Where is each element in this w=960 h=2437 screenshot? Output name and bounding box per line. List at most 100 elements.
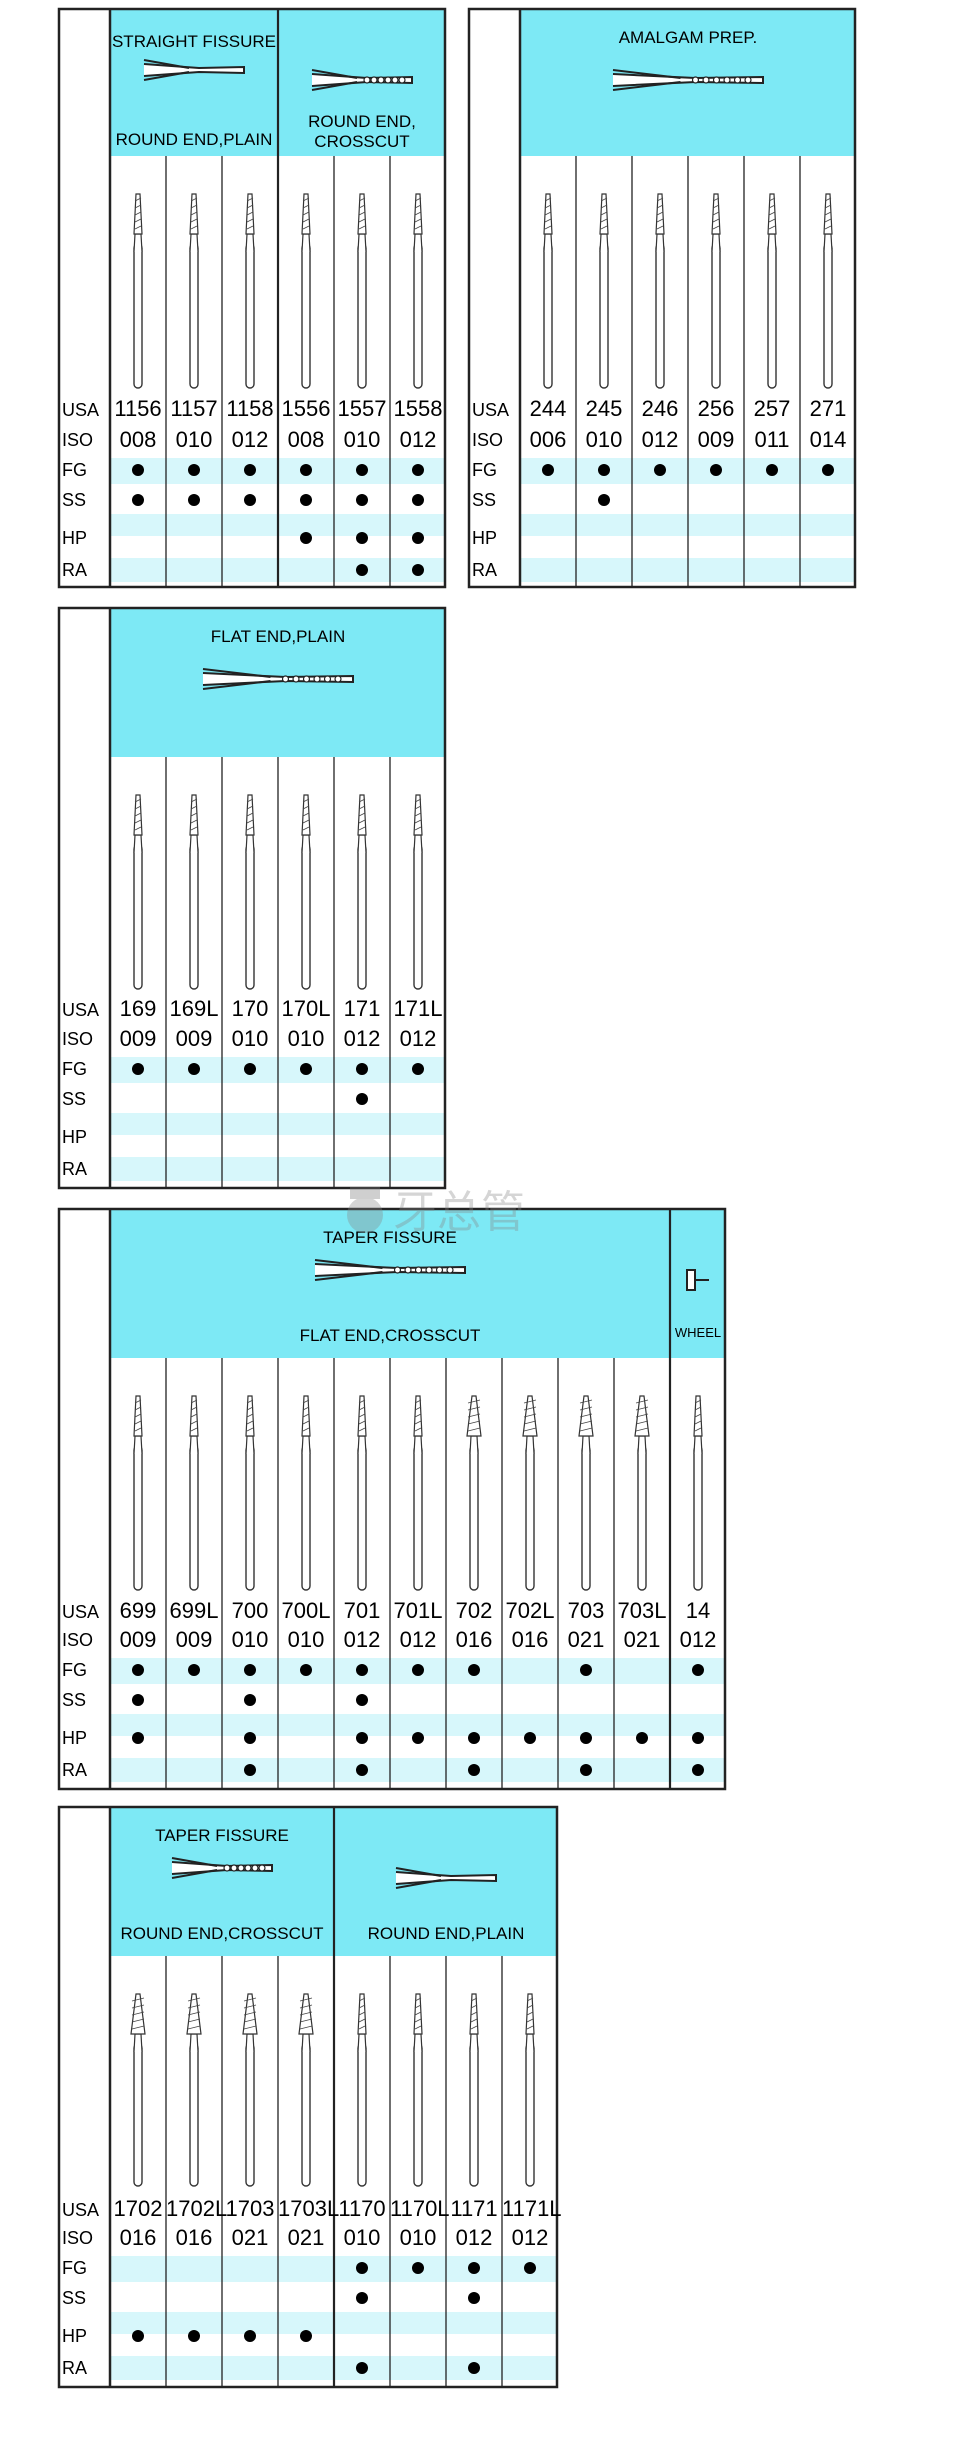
bur-profile-icon xyxy=(143,59,245,81)
iso-number: 012 xyxy=(399,1026,437,1051)
group-title: TAPER FISSURE xyxy=(155,1826,289,1845)
usa-number: 702 xyxy=(455,1598,493,1623)
availability-dot-hp xyxy=(412,1732,424,1744)
usa-number: 1702L xyxy=(166,2196,228,2221)
bur-drawing xyxy=(823,193,833,389)
availability-dot-ra xyxy=(356,2362,368,2374)
row-label-fg: FG xyxy=(62,1660,87,1680)
usa-number: 244 xyxy=(529,396,567,421)
availability-dot-fg xyxy=(244,1063,256,1075)
iso-number: 011 xyxy=(754,427,790,452)
availability-dot-fg xyxy=(188,1664,200,1676)
availability-dot-hp xyxy=(468,1732,480,1744)
usa-number: 171 xyxy=(343,996,381,1021)
availability-dot-hp xyxy=(188,2330,200,2342)
row-label-fg: FG xyxy=(62,2258,87,2278)
panel-frame xyxy=(57,1207,727,1791)
availability-dot-fg xyxy=(822,464,834,476)
iso-number: 012 xyxy=(511,2225,549,2250)
availability-dot-fg xyxy=(580,1664,592,1676)
availability-dot-ra xyxy=(468,1764,480,1776)
availability-dot-fg xyxy=(356,1063,368,1075)
availability-dot-fg xyxy=(412,464,424,476)
iso-number: 021 xyxy=(567,1627,605,1652)
iso-number: 016 xyxy=(119,2225,157,2250)
bur-drawing xyxy=(189,794,199,990)
iso-number: 021 xyxy=(231,2225,269,2250)
bur-drawing xyxy=(634,1395,650,1591)
iso-number: 012 xyxy=(343,1627,381,1652)
bur-drawing xyxy=(133,794,143,990)
bur-drawing xyxy=(357,1993,367,2187)
row-label-usa: USA xyxy=(62,400,100,420)
watermark-logo-icon: 牙总管 xyxy=(347,1187,525,1238)
availability-dot-fg xyxy=(244,1664,256,1676)
bur-drawing xyxy=(767,193,777,389)
iso-number: 010 xyxy=(343,2225,381,2250)
availability-dot-fg xyxy=(356,1664,368,1676)
availability-dot-ss xyxy=(356,2292,368,2304)
availability-dot-fg xyxy=(188,1063,200,1075)
availability-dot-hp xyxy=(132,2330,144,2342)
bur-profile-icon xyxy=(314,1259,466,1281)
usa-number: 700 xyxy=(231,1598,269,1623)
iso-number: 012 xyxy=(679,1627,717,1652)
row-label-ss: SS xyxy=(62,1690,87,1710)
bur-drawing xyxy=(413,1993,423,2187)
iso-number: 009 xyxy=(119,1627,157,1652)
iso-number: 016 xyxy=(455,1627,493,1652)
usa-number: 699L xyxy=(169,1598,219,1623)
bur-drawing xyxy=(357,1395,367,1591)
usa-number: 245 xyxy=(585,396,623,421)
availability-dot-hp xyxy=(356,1732,368,1744)
usa-number: 1558 xyxy=(393,396,443,421)
availability-dot-fg xyxy=(132,1063,144,1075)
usa-number: 699 xyxy=(119,1598,157,1623)
wheel-bur-icon xyxy=(686,1269,709,1291)
iso-number: 010 xyxy=(585,427,623,452)
availability-dot-hp xyxy=(524,1732,536,1744)
bur-drawing xyxy=(189,193,199,389)
iso-number: 006 xyxy=(529,427,567,452)
availability-dot-fg xyxy=(300,464,312,476)
availability-dot-fg xyxy=(356,464,368,476)
usa-number: 1557 xyxy=(337,396,387,421)
usa-number: 1703L xyxy=(278,2196,340,2221)
usa-number: 1170 xyxy=(338,2196,386,2221)
usa-number: 1170L xyxy=(390,2196,450,2221)
row-label-ss: SS xyxy=(62,490,87,510)
bur-drawing xyxy=(133,1395,143,1591)
usa-number: 1703 xyxy=(225,2196,275,2221)
usa-number: 257 xyxy=(753,396,791,421)
usa-number: 14 xyxy=(685,1598,711,1623)
availability-dot-ss xyxy=(356,1093,368,1105)
bur-drawing xyxy=(130,1993,146,2187)
availability-dot-hp xyxy=(132,1732,144,1744)
availability-dot-ra xyxy=(412,564,424,576)
usa-number: 171L xyxy=(393,996,443,1021)
availability-dot-fg xyxy=(468,2262,480,2274)
availability-dot-hp xyxy=(300,532,312,544)
usa-number: 701 xyxy=(343,1598,381,1623)
bur-profile-icon xyxy=(202,668,354,690)
bur-drawing xyxy=(543,193,553,389)
row-label-ss: SS xyxy=(62,1089,87,1109)
availability-dot-ss xyxy=(356,1694,368,1706)
panel-frame xyxy=(57,7,447,589)
availability-dot-fg xyxy=(524,2262,536,2274)
row-label-ss: SS xyxy=(472,490,497,510)
availability-dot-hp xyxy=(244,1732,256,1744)
bur-drawing xyxy=(189,1395,199,1591)
row-label-hp: HP xyxy=(62,2326,88,2346)
availability-dot-ra xyxy=(356,1764,368,1776)
header-background xyxy=(110,1208,726,1358)
bur-drawing xyxy=(245,193,255,389)
row-label-ra: RA xyxy=(472,560,498,580)
row-label-usa: USA xyxy=(62,1602,100,1622)
bur-drawing xyxy=(711,193,721,389)
row-label-usa: USA xyxy=(472,400,510,420)
group-subtitle: FLAT END,CROSSCUT xyxy=(299,1326,481,1345)
availability-dot-ss xyxy=(132,494,144,506)
group-subtitle: ROUND END,PLAIN xyxy=(367,1924,525,1943)
